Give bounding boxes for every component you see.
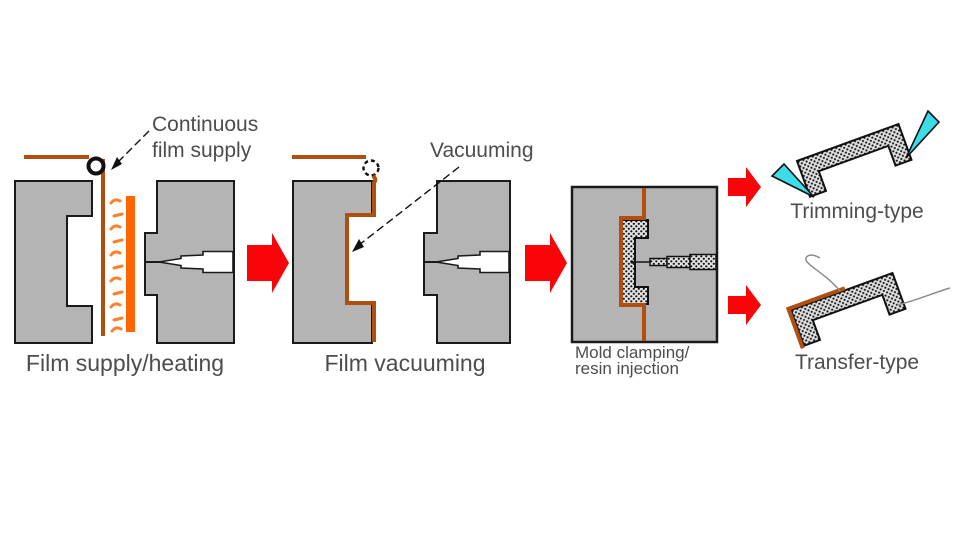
- continuous-film-supply-callout: Continuous film supply: [152, 112, 258, 164]
- left-mold-half: [14, 180, 93, 344]
- heat-radiation-marks: [109, 198, 124, 333]
- sprue-runner: [630, 253, 717, 271]
- stage3-label-line1: Mold clamping/: [575, 343, 690, 362]
- trimming-type-label: Trimming-type: [790, 200, 924, 223]
- carrier-film-curl: [805, 254, 841, 292]
- stage-mold-clamping: [570, 185, 719, 344]
- trim-blade-icon: [905, 109, 941, 159]
- transfer-type-part: [785, 254, 951, 349]
- stage2-label: Film vacuuming: [324, 350, 486, 376]
- callout-line1: Continuous: [152, 113, 259, 136]
- stage3-label: Mold clamping/ resin injection: [575, 343, 725, 378]
- vacuum-formed-film: [345, 174, 378, 342]
- insert-film: [619, 188, 646, 341]
- flow-arrow-icon: [728, 285, 761, 325]
- flow-arrow-icon: [525, 233, 567, 293]
- transfer-type-label: Transfer-type: [794, 351, 920, 374]
- injection-nozzle: [435, 250, 510, 274]
- vacuuming-leader-arrow: [352, 166, 460, 252]
- callout-line2: film supply: [152, 139, 252, 162]
- molded-channel-part: [789, 271, 907, 347]
- injection-nozzle: [158, 250, 234, 274]
- vacuuming-callout: Vacuuming: [430, 139, 534, 162]
- trimming-type-part: [770, 109, 941, 198]
- heater-bar: [126, 196, 135, 332]
- film-roll-icon: [362, 159, 380, 177]
- stage-film-vacuuming: [292, 155, 511, 344]
- film-roll-icon: [86, 156, 106, 176]
- left-mold-half: [292, 180, 373, 344]
- stage-film-supply-heating: [14, 130, 235, 344]
- stage3-label-line2: resin injection: [575, 359, 679, 378]
- continuous-film-leader-arrow: [111, 130, 150, 170]
- flow-arrow-icon: [728, 167, 761, 207]
- trim-blade-icon: [770, 162, 815, 198]
- molded-channel-part: [795, 122, 913, 198]
- carrier-film-curl: [896, 287, 951, 306]
- stage1-label: Film supply/heating: [25, 350, 225, 376]
- transferred-film-layer: [785, 286, 846, 349]
- flow-arrow-icon: [247, 233, 289, 293]
